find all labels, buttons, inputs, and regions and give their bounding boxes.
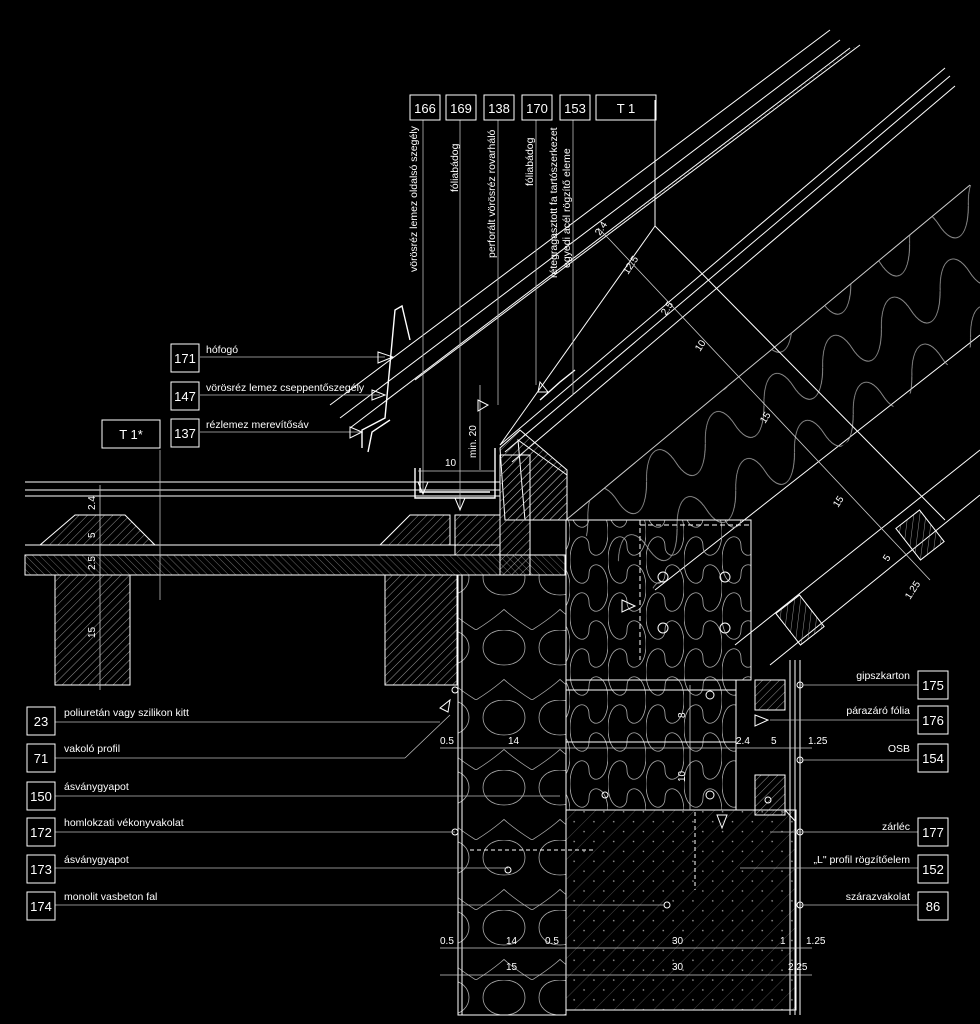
tag-box: 170 <box>521 94 553 121</box>
dim-upper-5: 5 <box>771 736 777 747</box>
tag-label: „L" profil rögzítőelem <box>813 854 910 866</box>
dim-upper-14: 14 <box>508 736 520 747</box>
dim-slab-15: 15 <box>87 626 98 638</box>
dim-bottom-0-5a: 0.5 <box>440 936 454 947</box>
dim-roof-10: 10 <box>693 338 709 354</box>
tag-label: vörösréz lemez oldalsó szegély <box>408 125 420 272</box>
dim-upper-1-25: 1.25 <box>808 736 828 747</box>
tag-number: 172 <box>30 825 52 840</box>
tag-box: 169 <box>445 94 477 121</box>
gutter-flashing <box>361 304 576 499</box>
tag-label: rézlemez merevítősáv <box>206 419 309 431</box>
section-marker-label: T 1* <box>119 427 143 442</box>
dim-slab-2-4: 2.4 <box>87 496 98 510</box>
tag-number: 171 <box>174 351 196 366</box>
dim-total-15: 15 <box>506 962 518 973</box>
leader-lines <box>55 120 918 906</box>
tag-label: monolit vasbeton fal <box>64 891 157 903</box>
dim-min-20: min. 20 <box>468 425 479 458</box>
dimension-lines <box>99 227 931 976</box>
dim-inner-8: 8 <box>677 712 688 718</box>
arrow-markers <box>349 351 770 830</box>
tag-number: 153 <box>564 101 586 116</box>
dim-roof-15b: 15 <box>831 494 847 510</box>
tag-number: 177 <box>922 825 944 840</box>
dim-total-2-25: 2.25 <box>788 962 808 973</box>
tag-label: vakoló profil <box>64 743 120 755</box>
tag-label: fóliabádog <box>524 137 536 186</box>
tag-label: zárléc <box>882 821 910 833</box>
dim-bottom-0-5b: 0.5 <box>545 936 559 947</box>
tag-number: 176 <box>922 713 944 728</box>
dim-bottom-1: 1 <box>780 936 786 947</box>
dim-inner-10: 10 <box>677 770 688 782</box>
dim-roof-1-25: 1.25 <box>903 579 923 602</box>
tag-label: OSB <box>888 743 910 755</box>
tag-label: rétegragasztott fa tartószerkezet <box>548 127 560 278</box>
dim-upper-2-4: 2.4 <box>736 736 750 747</box>
tag-number: 147 <box>174 389 196 404</box>
tag-box: 153 <box>559 94 591 121</box>
tag-label: fóliabádog <box>449 143 461 192</box>
section-marker: T 1* <box>101 419 161 449</box>
tag-number: 170 <box>526 101 548 116</box>
tag-number: 166 <box>414 101 436 116</box>
tag-number: 154 <box>922 751 944 766</box>
tag-number: 169 <box>450 101 472 116</box>
dim-roof-12-5: 12.5 <box>621 254 641 277</box>
tag-label: ásványgyapot <box>64 781 129 793</box>
tag-number: T 1 <box>617 101 636 116</box>
dim-total-30: 30 <box>672 962 684 973</box>
tag-label-extra: egyedi acél rögzítő eleme <box>561 148 573 268</box>
tag-number: 173 <box>30 862 52 877</box>
tag-number: 150 <box>30 789 52 804</box>
top-tag-row: 166 169 138 170 153 T 1 vörösréz lemez o… <box>408 94 657 278</box>
tag-box: T 1 <box>595 94 657 121</box>
tag-label: hófogó <box>206 344 238 356</box>
tag-number: 86 <box>926 899 940 914</box>
dim-roof-5: 5 <box>881 553 893 564</box>
dimension-texts: 2.4 12.5 2.5 10 15 15 5 1.25 10 min. 20 … <box>87 220 923 973</box>
tag-label: ásványgyapot <box>64 854 129 866</box>
tag-label: gipszkarton <box>856 670 910 682</box>
dim-roof-2-5: 2.5 <box>659 300 676 318</box>
tag-number: 71 <box>34 751 48 766</box>
tag-number: 137 <box>174 426 196 441</box>
wall-section <box>451 509 945 1016</box>
tag-label: párazáró fólia <box>846 705 910 717</box>
left-tags-upper: 171 hófogó 147 vörösréz lemez cseppentős… <box>170 343 365 448</box>
right-tags: 175 gipszkarton 176 párazáró fólia 154 O… <box>813 670 949 921</box>
drawing-geometry <box>24 29 980 1016</box>
tag-box: 138 <box>483 94 515 121</box>
tag-number: 138 <box>488 101 510 116</box>
tag-label: perforált vörösréz rovarháló <box>486 129 498 258</box>
dim-bottom-1-25: 1.25 <box>806 936 826 947</box>
tag-number: 23 <box>34 714 48 729</box>
left-tags-lower: 23 poliuretán vagy szilikon kitt 71 vako… <box>26 706 189 921</box>
dim-slab-2-5: 2.5 <box>87 556 98 570</box>
tag-number: 175 <box>922 678 944 693</box>
dim-bottom-30: 30 <box>672 936 684 947</box>
dim-upper-0-5: 0.5 <box>440 736 454 747</box>
tag-label: szárazvakolat <box>846 891 910 903</box>
dim-bottom-14: 14 <box>506 936 518 947</box>
tag-label: vörösréz lemez cseppentőszegély <box>206 382 365 394</box>
tag-number: 174 <box>30 899 52 914</box>
tag-number: 152 <box>922 862 944 877</box>
dim-gutter-10: 10 <box>445 458 457 469</box>
tag-label: poliuretán vagy szilikon kitt <box>64 707 189 719</box>
dim-slab-5: 5 <box>87 532 98 538</box>
tag-box: 166 <box>409 94 441 121</box>
tag-label: homlokzati vékonyvakolat <box>64 817 184 829</box>
